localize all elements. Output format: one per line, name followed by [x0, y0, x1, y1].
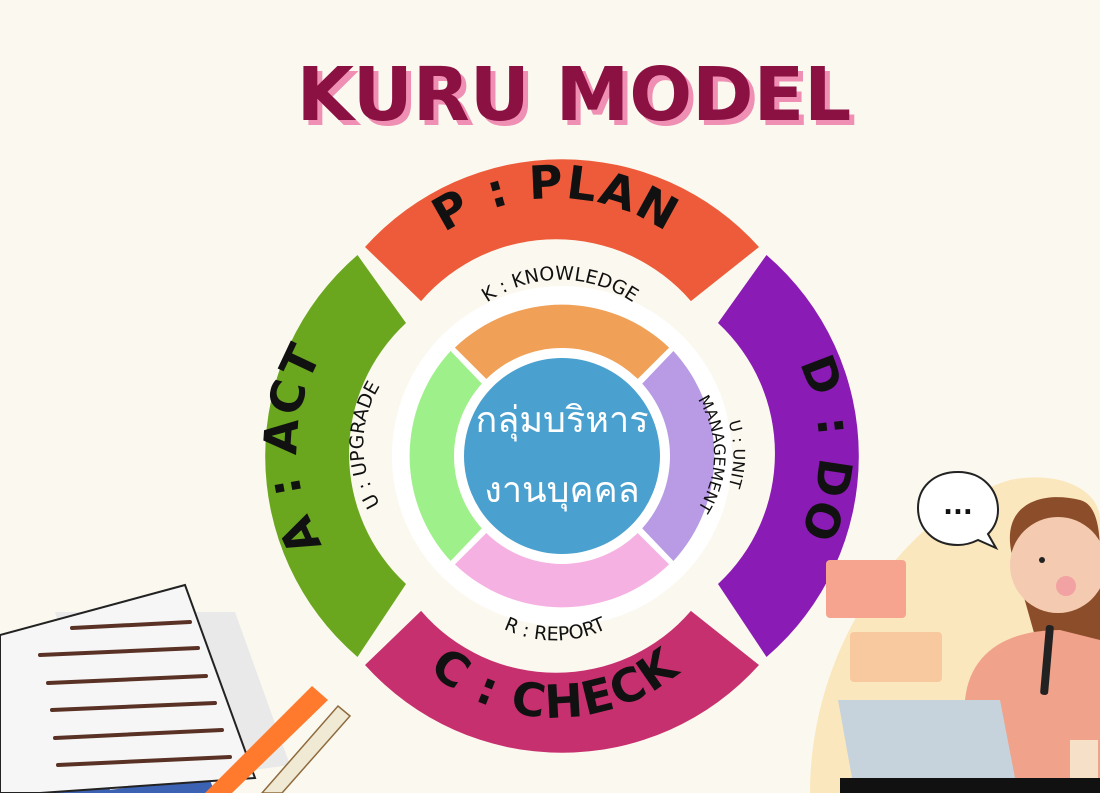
eye: [1039, 557, 1045, 563]
title-shadow: KURU MODEL: [302, 57, 857, 143]
note-card-2: [850, 632, 942, 682]
outer-ring: [265, 159, 859, 753]
cheek: [1056, 576, 1076, 596]
outer-segment-plan: [365, 159, 759, 302]
center-line-1: กลุ่มบริหาร: [475, 400, 648, 442]
title-group: KURU MODEL KURU MODEL: [297, 52, 857, 143]
cup: [1070, 740, 1098, 778]
woman-illustration: [810, 477, 1100, 793]
desk: [840, 778, 1100, 793]
paper-lines: [38, 620, 232, 767]
page-title: KURU MODEL: [297, 52, 852, 138]
speech-bubble-text: ...: [943, 491, 973, 521]
outer-segment-do: [718, 255, 859, 657]
note-card-1: [826, 560, 906, 618]
inner-segment-unit-management: [639, 351, 715, 561]
paper-front: [0, 583, 257, 793]
center-line-2: งานบุคคล: [484, 470, 639, 512]
cream-pencil: [261, 704, 352, 793]
face: [1010, 517, 1100, 613]
outer-segment-act: [265, 255, 406, 657]
papers-illustration: [0, 583, 352, 793]
orange-pencil: [205, 686, 328, 793]
outer-segment-check: [365, 610, 759, 753]
speech-bubble-shape: [916, 470, 1000, 551]
speech-bubble: ...: [916, 470, 1000, 551]
laptop: [838, 700, 1015, 778]
pen: [1040, 625, 1054, 695]
label-unit-line-1: U : UNIT: [725, 418, 749, 491]
center-hub: [464, 358, 660, 554]
inner-segment-upgrade: [409, 351, 485, 561]
